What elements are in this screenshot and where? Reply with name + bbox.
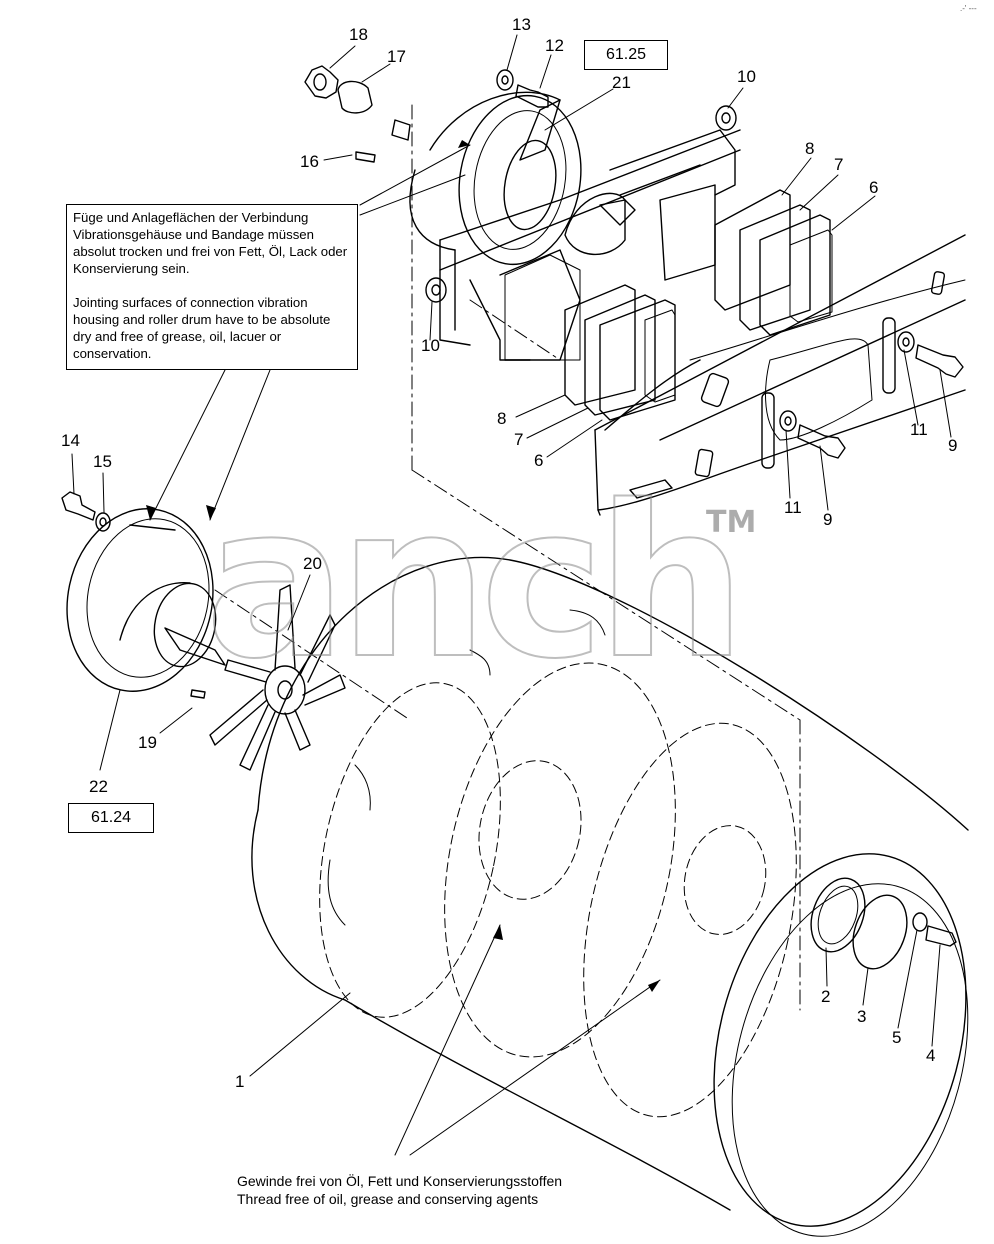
frame-bolts — [779, 331, 964, 459]
callout-1: 1 — [235, 1072, 245, 1091]
watermark-tm: TM — [706, 505, 757, 540]
cooling-fan — [209, 584, 346, 771]
callout-2: 2 — [821, 987, 831, 1006]
callout-18: 18 — [349, 25, 368, 44]
arrow-heads — [146, 140, 660, 992]
callout-6-left: 6 — [534, 451, 544, 470]
coupling-parts — [304, 65, 411, 163]
callout-3: 3 — [857, 1007, 867, 1026]
callout-19: 19 — [138, 733, 157, 752]
corner-mark: .-' --- — [960, 4, 977, 13]
callout-5: 5 — [892, 1028, 902, 1047]
assembly-center-lines — [214, 104, 801, 1011]
callout-21: 21 — [612, 73, 631, 92]
callout-11-right: 11 — [910, 420, 928, 439]
callout-15: 15 — [93, 452, 112, 471]
callout-8-left: 8 — [497, 409, 507, 428]
thread-note-german: Gewinde frei von Öl, Fett und Konservier… — [237, 1173, 563, 1189]
callout-16: 16 — [300, 152, 319, 171]
ref-box-61-24[interactable]: 61.24 — [68, 803, 154, 833]
ref-box-61-25[interactable]: 61.25 — [584, 40, 668, 70]
callout-9-right: 9 — [948, 436, 958, 455]
callout-13: 13 — [512, 15, 531, 34]
callout-17: 17 — [387, 47, 406, 66]
bolt-12-washer-13 — [496, 69, 549, 108]
thread-note-english: Thread free of oil, grease and conservin… — [237, 1191, 539, 1207]
assembly-note: Füge und Anlageflächen der Verbindung Vi… — [66, 204, 358, 370]
bolt-14-washer-15 — [61, 491, 111, 532]
callout-7-left: 7 — [514, 430, 524, 449]
cover-discs — [810, 877, 957, 970]
note-english: Jointing surfaces of connection vibratio… — [73, 295, 331, 361]
callout-22: 22 — [89, 777, 108, 796]
leader-lines — [71, 34, 952, 1156]
vibration-housing — [409, 91, 741, 361]
callout-10-top: 10 — [737, 67, 756, 86]
callout-11-left: 11 — [784, 498, 802, 517]
callout-8-right: 8 — [805, 139, 815, 158]
thread-note: Gewinde frei von Öl, Fett und Konservier… — [237, 1172, 657, 1208]
callout-4: 4 — [926, 1046, 936, 1065]
callout-7-right: 7 — [834, 155, 844, 174]
callout-10-left: 10 — [421, 336, 440, 355]
note-german: Füge und Anlageflächen der Verbindung Vi… — [73, 210, 348, 276]
callout-14: 14 — [61, 431, 80, 450]
callout-6-right: 6 — [869, 178, 879, 197]
callout-9-left: 9 — [823, 510, 833, 529]
drive-motor — [66, 508, 226, 699]
roller-drum — [251, 556, 969, 1237]
vibration-pads-right — [714, 189, 833, 336]
watermark-logo: anch — [204, 460, 747, 705]
callout-20: 20 — [303, 554, 322, 573]
nuts-10 — [425, 105, 737, 303]
callout-12: 12 — [545, 36, 564, 55]
vibration-pads-left — [504, 254, 676, 421]
